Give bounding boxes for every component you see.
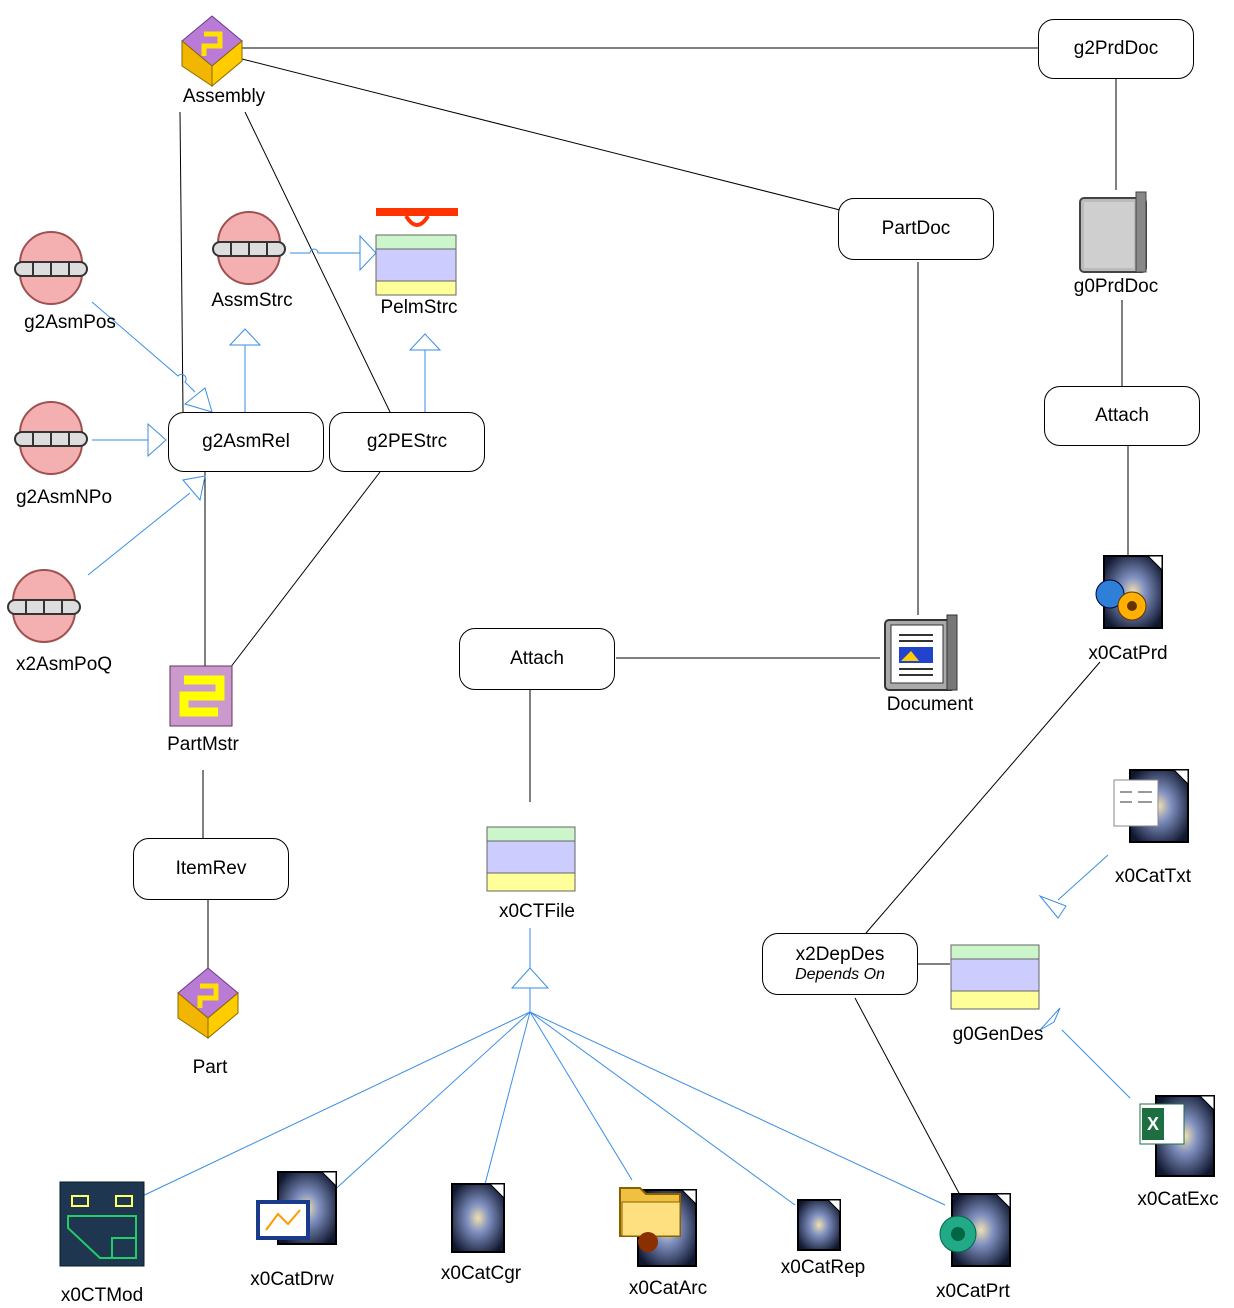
label-part: Part [192,1057,228,1078]
label-x0catexc: x0CatExc [1137,1189,1219,1210]
ct-model-icon [59,1181,145,1267]
box-label: g2PrdDoc [1073,38,1159,59]
label-pelmstrc: PelmStrc [380,297,458,318]
catia-file-icon [451,1183,505,1253]
label-x0catprd: x0CatPrd [1088,643,1168,664]
label-g0prddoc: g0PrdDoc [1073,276,1159,297]
box-g2asmrel[interactable]: g2AsmRel [168,412,324,472]
table-class-icon [375,208,458,296]
table-class-icon [950,944,1040,1010]
box-itemrev[interactable]: ItemRev [133,838,289,900]
box-label: g2AsmRel [202,431,290,452]
box-label: PartDoc [881,218,951,239]
box-label: ItemRev [175,858,247,879]
label-x0catrep: x0CatRep [780,1257,866,1278]
label-document: Document [886,694,974,715]
label-x0catarc: x0CatArc [628,1278,708,1299]
box-g2prddoc[interactable]: g2PrdDoc [1038,19,1194,79]
box-label: Attach [510,648,564,669]
label-x0catprt: x0CatPrt [936,1281,1010,1302]
chain-link-icon [7,569,81,643]
relation-lines [179,47,1129,1196]
part-master-icon [169,665,233,727]
document-icon [884,614,958,691]
label-partmstr: PartMstr [167,734,239,755]
box-attach-mid[interactable]: Attach [459,628,615,690]
catia-file-icon [1095,555,1163,629]
part-cube-icon [177,967,239,1040]
label-x0ctmod: x0CTMod [60,1285,144,1306]
box-label: x2DepDes [795,944,885,965]
label-x0ctfile: x0CTFile [498,901,576,922]
folder-icon [619,1187,697,1267]
catia-file-icon [939,1193,1011,1267]
box-g2pestrc[interactable]: g2PEStrc [329,412,485,472]
catia-file-icon [256,1171,337,1245]
label-x2asmpoq: x2AsmPoQ [15,654,113,675]
box-attach-top[interactable]: Attach [1044,386,1200,446]
label-assembly: Assembly [182,86,266,107]
chain-link-icon [14,401,88,475]
svg-text:X: X [1147,1114,1159,1134]
box-x2depdes[interactable]: x2DepDes Depends On [762,933,918,995]
chain-link-icon [212,211,286,285]
box-label: g2PEStrc [366,431,448,452]
box-partdoc[interactable]: PartDoc [838,198,994,260]
label-x0catdrw: x0CatDrw [250,1269,334,1290]
server-icon [1079,191,1147,273]
label-assmstrc: AssmStrc [211,290,293,311]
chain-link-icon [14,231,88,305]
catia-file-icon [797,1199,841,1251]
text-file-icon [1113,769,1189,843]
label-g2asmnpo: g2AsmNPo [15,487,113,508]
assembly-cube-icon [181,15,243,88]
box-label: Attach [1095,405,1149,426]
label-x0catcgr: x0CatCgr [440,1263,522,1284]
box-sublabel: Depends On [795,966,885,983]
table-class-icon [486,826,576,892]
label-g2asmpos: g2AsmPos [24,312,116,333]
label-g0gendes: g0GenDes [952,1024,1044,1045]
inheritance-lines [87,234,1131,1206]
label-x0cattxt: x0CatTxt [1114,866,1192,887]
excel-file-icon: X [1139,1095,1215,1177]
